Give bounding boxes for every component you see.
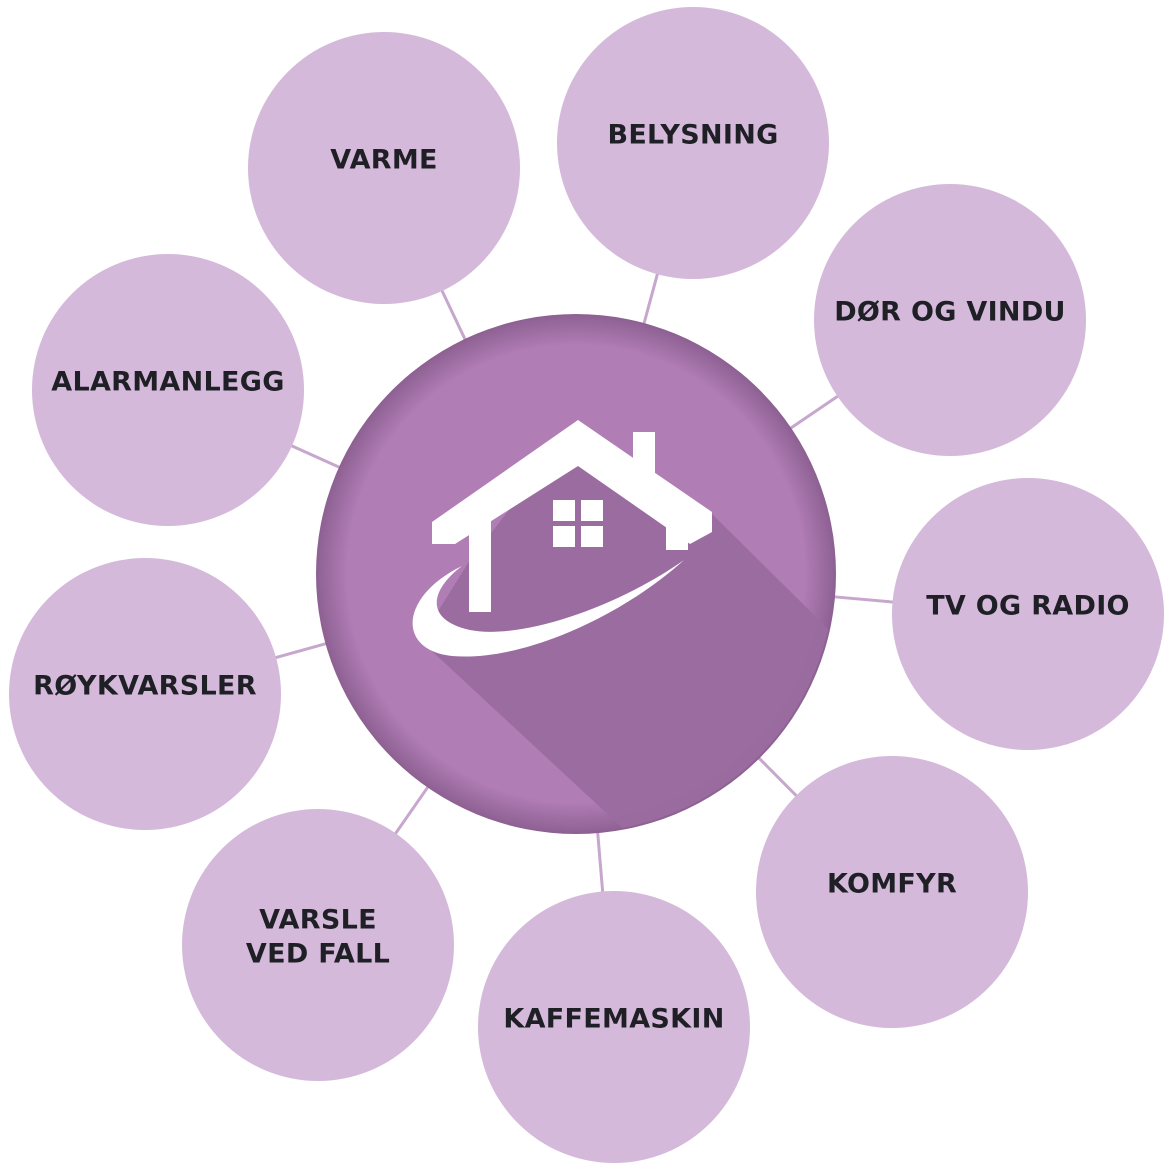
connector-tv-og-radio	[830, 595, 895, 604]
node-alarmanlegg: ALARMANLEGG	[32, 254, 304, 526]
node-circle-alarmanlegg	[32, 254, 304, 526]
node-label-roykvarsler: RØYKVARSLER	[33, 671, 257, 702]
connector-varme	[439, 288, 468, 344]
node-circle-varme	[248, 32, 520, 304]
roof-icon	[432, 420, 712, 544]
node-label-dor-og-vindu: DØR OG VINDU	[834, 297, 1066, 328]
node-label-varsle-ved-fall-2: VED FALL	[246, 939, 390, 970]
node-varme: VARME	[248, 32, 520, 304]
node-dor-og-vindu: DØR OG VINDU	[814, 184, 1086, 456]
node-circle-komfyr	[756, 756, 1028, 1028]
node-circle-belysning	[557, 7, 829, 279]
node-kaffemaskin: KAFFEMASKIN	[478, 891, 750, 1163]
connector-belysning	[641, 271, 660, 328]
node-label-komfyr: KOMFYR	[827, 869, 957, 900]
connector-komfyr	[755, 754, 799, 799]
connector-lines	[273, 271, 895, 894]
house-left-wall-icon	[469, 510, 491, 612]
node-roykvarsler: RØYKVARSLER	[9, 558, 281, 830]
node-circle-dor-og-vindu	[814, 184, 1086, 456]
node-belysning: BELYSNING	[557, 7, 829, 279]
outer-nodes: VARME BELYSNING DØR OG VINDU TV OG RADIO KOM…	[9, 7, 1164, 1163]
node-label-varsle-ved-fall-1: VARSLE	[259, 905, 377, 936]
node-circle-roykvarsler	[9, 558, 281, 830]
connector-kaffemaskin	[595, 828, 605, 894]
node-label-kaffemaskin: KAFFEMASKIN	[503, 1004, 724, 1035]
swoosh-icon	[412, 560, 684, 657]
node-tv-og-radio: TV OG RADIO	[892, 478, 1164, 750]
node-label-tv-og-radio: TV OG RADIO	[926, 591, 1130, 622]
connector-roykvarsler	[273, 641, 330, 660]
connector-alarmanlegg	[289, 443, 344, 471]
house-right-wall-icon	[666, 510, 688, 550]
connector-dor-og-vindu	[786, 394, 840, 432]
chimney-icon	[633, 432, 655, 488]
node-komfyr: KOMFYR	[756, 756, 1028, 1028]
connector-varsle-ved-fall	[393, 783, 432, 836]
node-circle-tv-og-radio	[892, 478, 1164, 750]
node-circle-kaffemaskin	[478, 891, 750, 1163]
window-icon	[553, 500, 603, 547]
node-label-belysning: BELYSNING	[607, 120, 778, 151]
node-label-varme: VARME	[330, 145, 438, 176]
smart-home-icon	[412, 420, 712, 657]
node-circle-varsle-ved-fall	[182, 809, 454, 1081]
node-label-alarmanlegg: ALARMANLEGG	[51, 367, 284, 398]
